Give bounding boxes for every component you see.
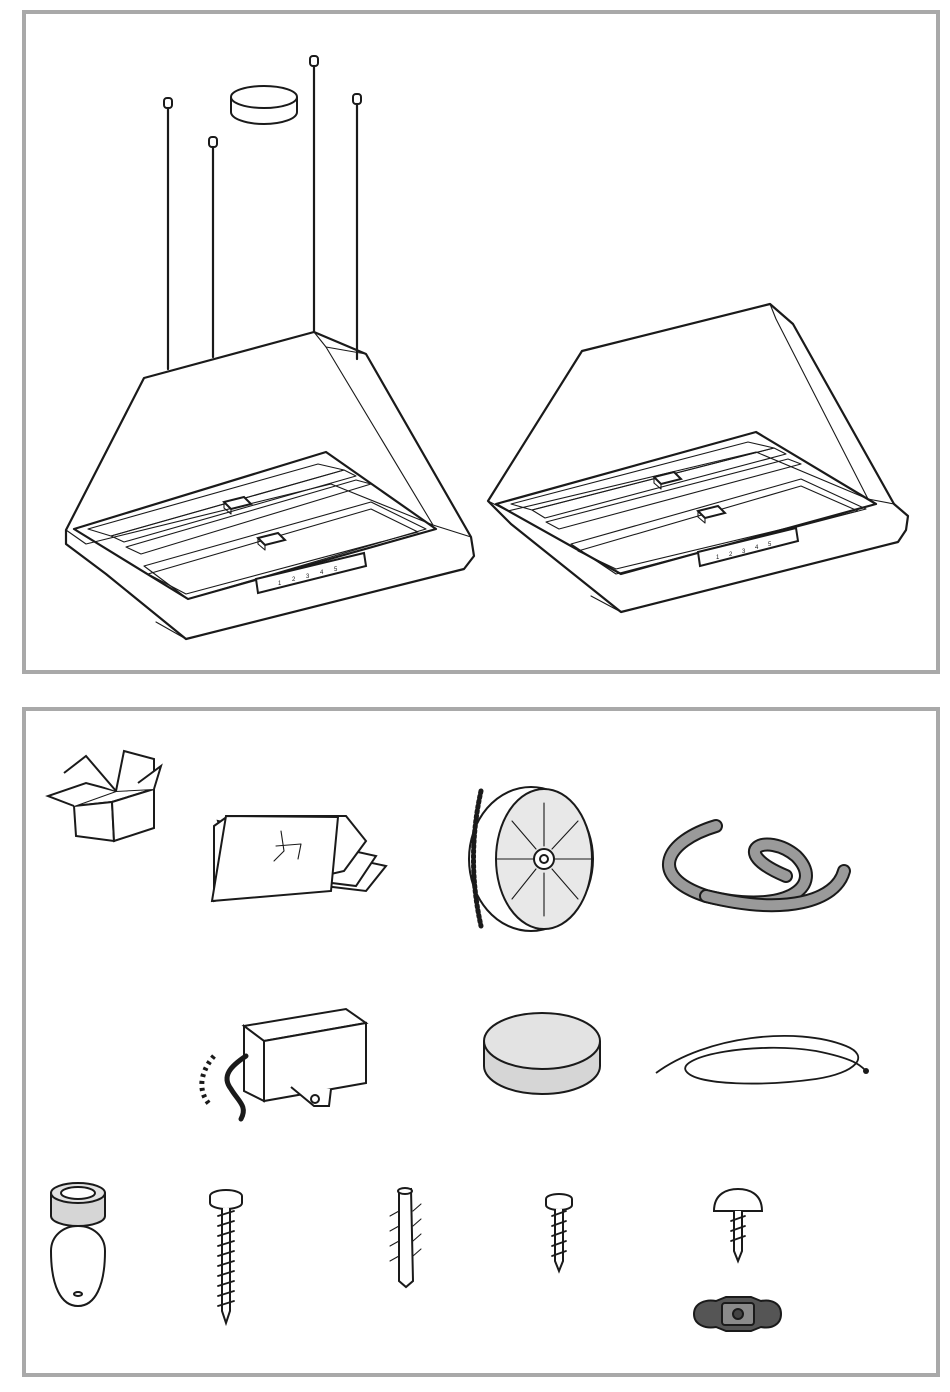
cable-3 [310,56,318,332]
charcoal-filter-icon [469,787,593,931]
manual-icon [212,816,386,901]
accessories-illustration [26,711,944,1381]
cap-icon [51,1226,105,1306]
electrical-box-icon [202,1009,366,1119]
cable-1 [164,98,172,369]
hoods-illustration: 1 2 3 4 5 1 2 3 4 [26,14,944,678]
button-head-screw-icon [714,1189,762,1261]
box-icon [48,751,161,841]
suspended-hood: 1 2 3 4 5 [66,332,474,639]
control-panel-left [256,553,366,593]
accessories-panel [22,707,940,1377]
cable-bushing-icon [51,1183,105,1226]
control-panel-right [698,528,798,566]
long-screw-icon [210,1190,242,1323]
cable-2 [209,137,217,357]
ceiling-cap-disc [231,86,297,124]
steel-cable-icon [656,1036,869,1084]
ceiling-cap-icon [484,1013,600,1094]
cable-clamp-icon [694,1297,781,1331]
cable-4 [353,94,361,359]
short-screw-icon [546,1194,572,1271]
ceiling-hood: 1 2 3 4 5 [488,304,908,612]
wall-plug-icon [390,1188,421,1287]
hoods-overview-panel: 1 2 3 4 5 1 2 3 4 [22,10,940,674]
flexible-duct-icon [669,826,844,905]
